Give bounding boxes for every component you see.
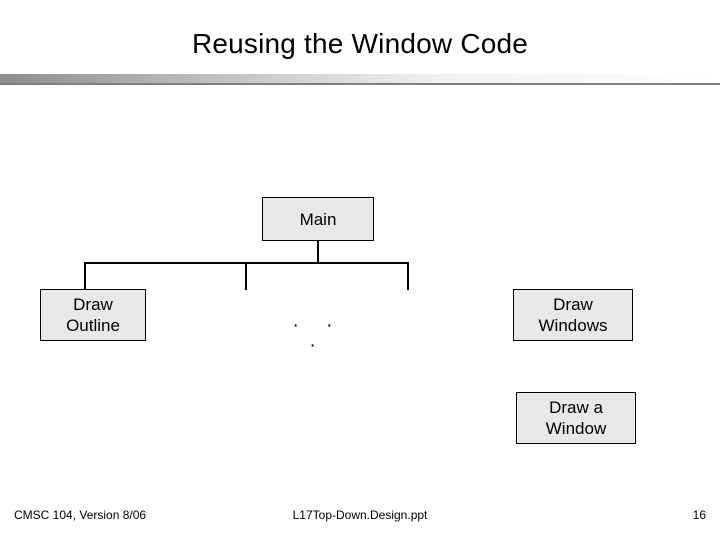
connector-branch-right xyxy=(407,262,409,290)
node-draw-windows-label: Draw Windows xyxy=(538,295,608,335)
connector-main-stem xyxy=(317,241,319,263)
node-draw-a-window[interactable]: Draw a Window xyxy=(516,392,636,444)
node-draw-outline-label: Draw Outline xyxy=(66,295,120,335)
node-draw-outline[interactable]: Draw Outline xyxy=(40,289,146,341)
ellipsis-label: · · · xyxy=(292,315,344,356)
title-divider-gradient xyxy=(0,74,720,83)
node-main[interactable]: Main xyxy=(262,197,374,241)
node-draw-a-window-label: Draw a Window xyxy=(545,398,607,438)
footer-course-label: CMSC 104, Version 8/06 xyxy=(14,508,147,522)
page-title: Reusing the Window Code xyxy=(191,28,529,59)
footer-page-number: 16 xyxy=(692,508,706,522)
title-divider-line xyxy=(0,83,720,85)
connector-branch-left xyxy=(84,262,86,290)
footer-filename-label: L17Top-Down.Design.ppt xyxy=(292,508,428,522)
connector-branch-middle xyxy=(245,262,247,290)
node-draw-windows[interactable]: Draw Windows xyxy=(513,289,633,341)
node-main-label: Main xyxy=(299,209,337,229)
